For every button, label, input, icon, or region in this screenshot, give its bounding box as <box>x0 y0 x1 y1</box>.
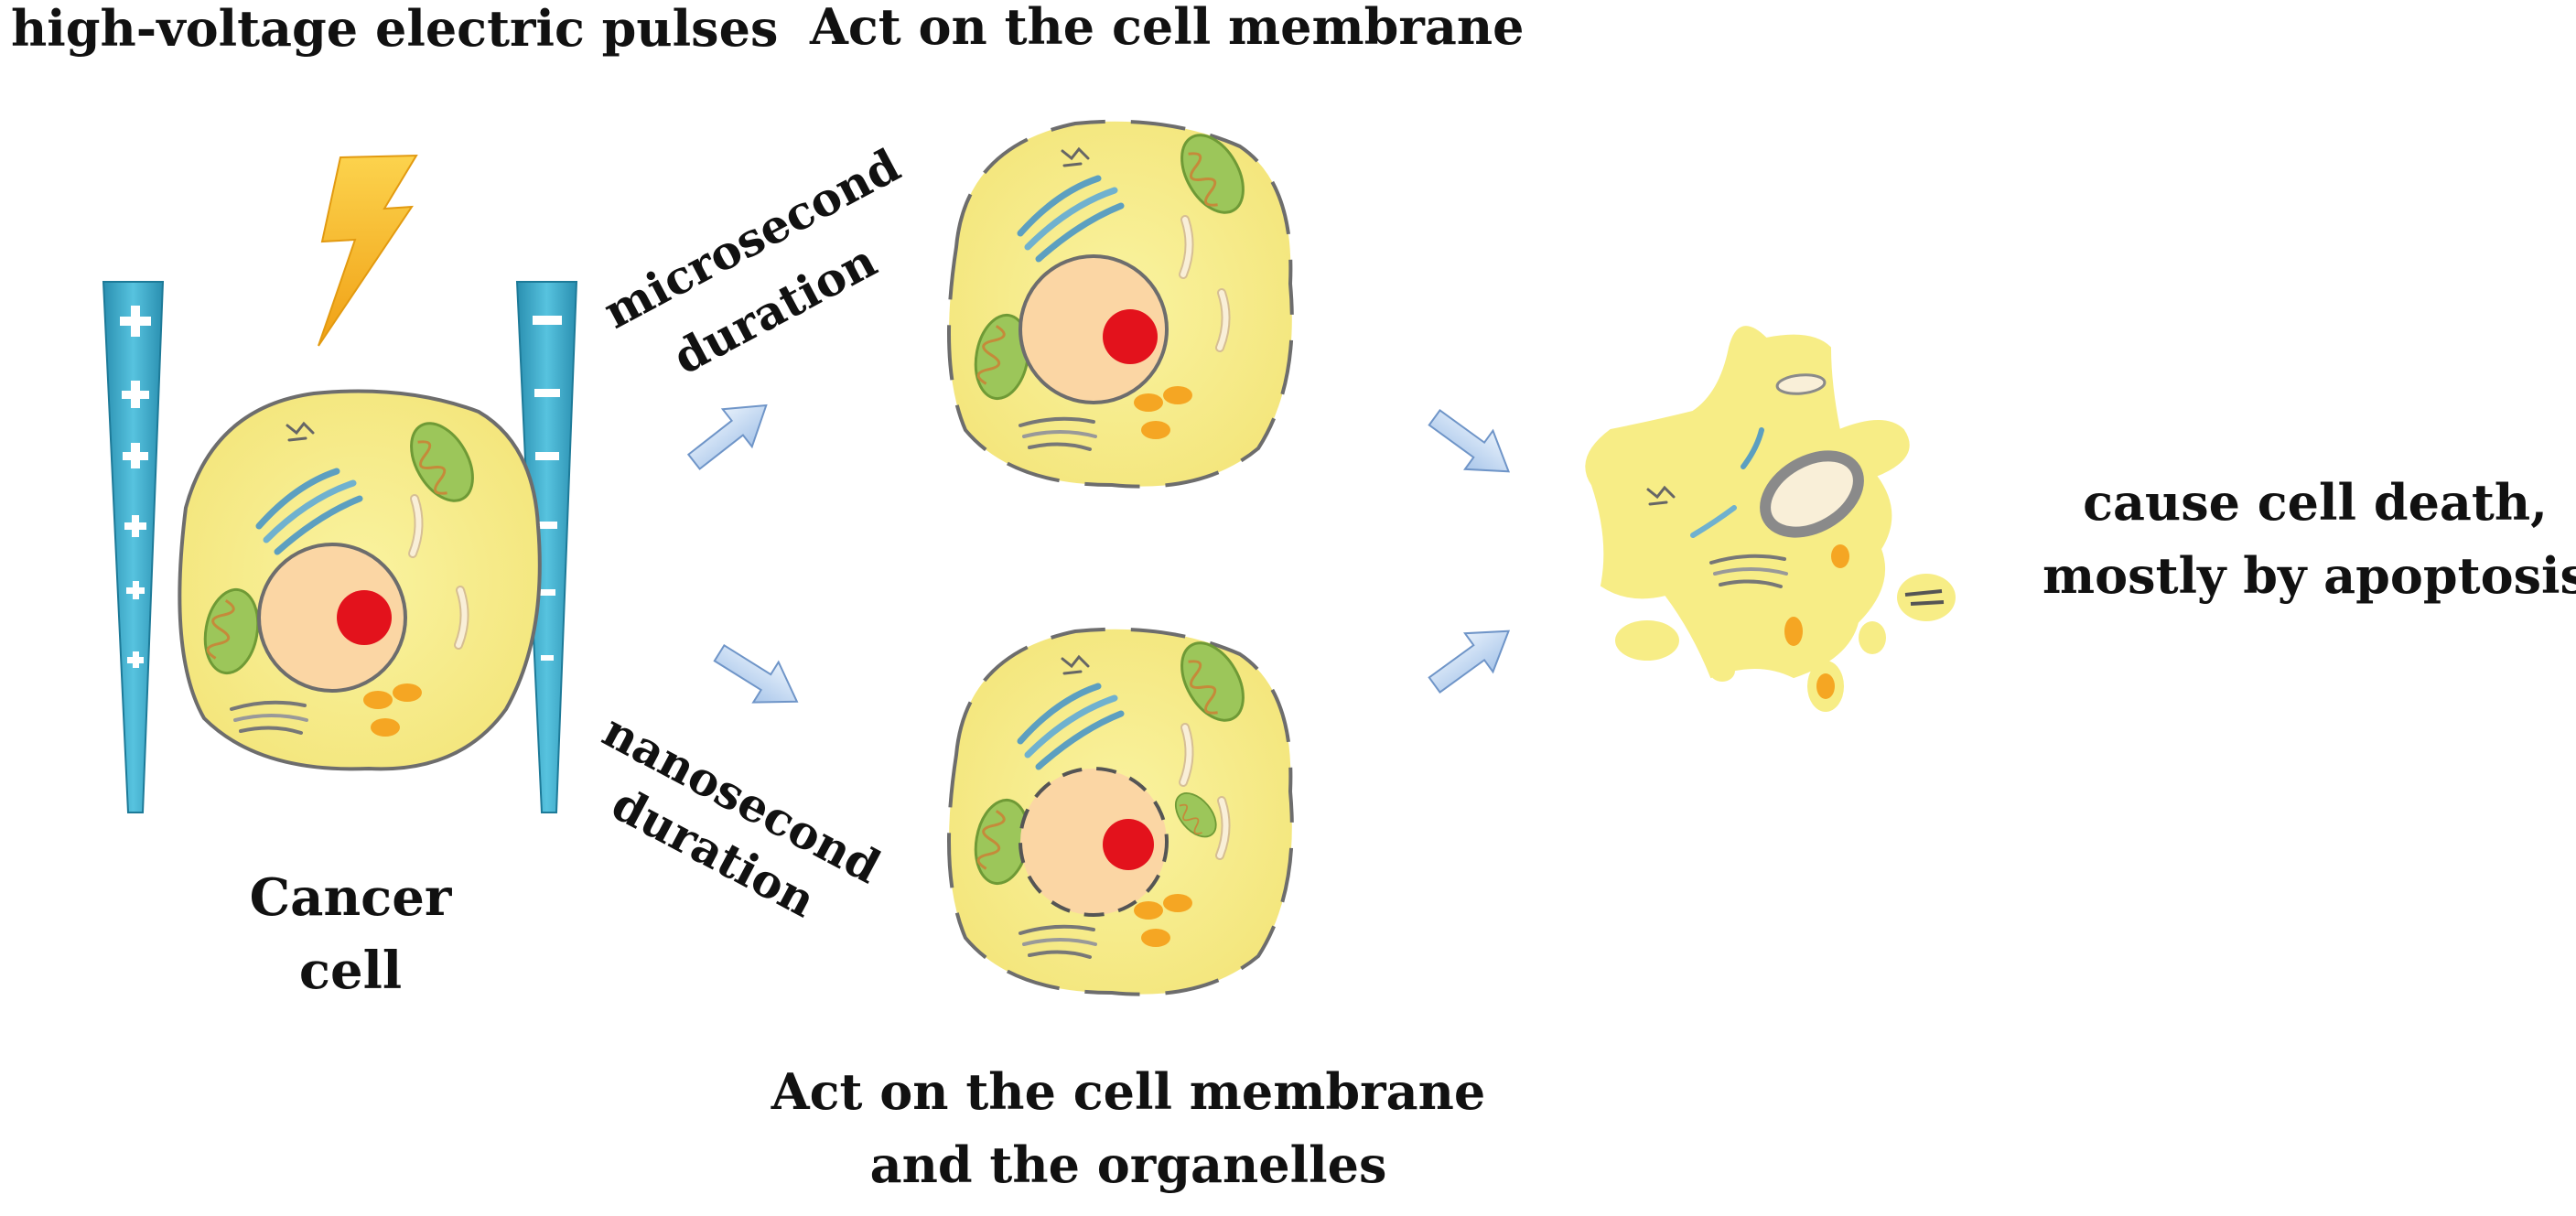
label-cell-death: cause cell death, <box>2083 473 2548 532</box>
label-cell: cell <box>299 941 402 1001</box>
plus-icon <box>120 306 151 668</box>
arrow-to-microsecond <box>686 404 768 470</box>
caption-membrane-organelles-1: Act on the cell membrane <box>771 1062 1485 1121</box>
caption-membrane-organelles-2: and the organelles <box>870 1135 1387 1194</box>
nucleolus <box>337 590 392 645</box>
title-pulses: high-voltage electric pulses <box>11 0 778 58</box>
label-apoptosis: mostly by apoptosis <box>2042 546 2576 605</box>
nucleus <box>1019 767 1169 917</box>
title-membrane-top: Act on the cell membrane <box>809 0 1524 56</box>
lightning-bolt-icon <box>318 154 418 347</box>
arrow-nano-to-death <box>1428 630 1511 694</box>
positive-electrode <box>102 281 165 813</box>
minus-icon <box>533 316 562 661</box>
cell-microsecond-result <box>947 119 1294 489</box>
arrow-to-nanosecond <box>713 643 799 704</box>
apoptotic-bodies <box>1615 574 1956 712</box>
cell-nanosecond-result <box>947 627 1294 996</box>
label-cancer: Cancer <box>250 867 453 928</box>
cancer-cell <box>178 389 542 771</box>
arrow-micro-to-death <box>1428 409 1511 473</box>
apoptotic-cell <box>1167 326 1910 845</box>
nucleolus <box>1103 309 1158 364</box>
nucleus <box>1019 254 1169 404</box>
nucleolus <box>1103 819 1154 870</box>
nucleus <box>257 543 407 693</box>
condensed-nucleus <box>1760 450 1864 538</box>
